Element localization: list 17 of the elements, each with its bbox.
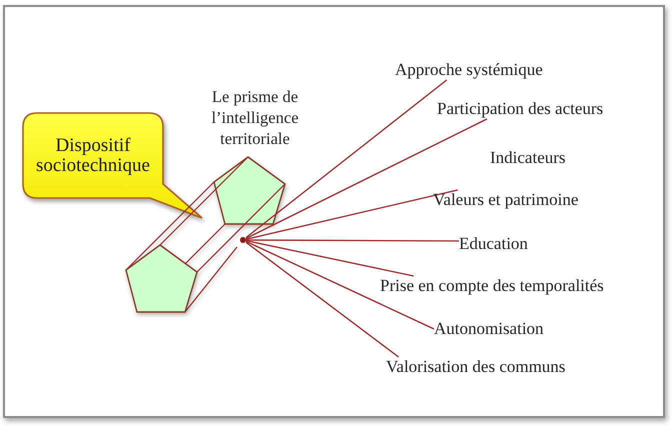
ray-line [246, 189, 458, 240]
concept-label: Indicateurs [490, 148, 566, 168]
concept-label: Valorisation des communs [386, 357, 566, 377]
ray-line [246, 242, 399, 358]
ray-line [246, 79, 448, 238]
ray-line [246, 118, 488, 240]
concept-label: Autonomisation [434, 319, 544, 339]
ray-line [246, 240, 414, 277]
concept-label: Prise en compte des temporalités [380, 276, 604, 296]
concept-label: Approche systémique [395, 60, 543, 80]
ray-line [246, 239, 459, 242]
concept-label: Education [459, 234, 528, 254]
ray-line [246, 240, 434, 330]
callout-text: Dispositif sociotechnique [36, 136, 150, 176]
concept-label: Valeurs et patrimoine [433, 190, 578, 210]
concept-label: Participation des acteurs [437, 99, 604, 119]
prism-heading: Le prisme de l’intelligence territoriale [210, 86, 300, 149]
